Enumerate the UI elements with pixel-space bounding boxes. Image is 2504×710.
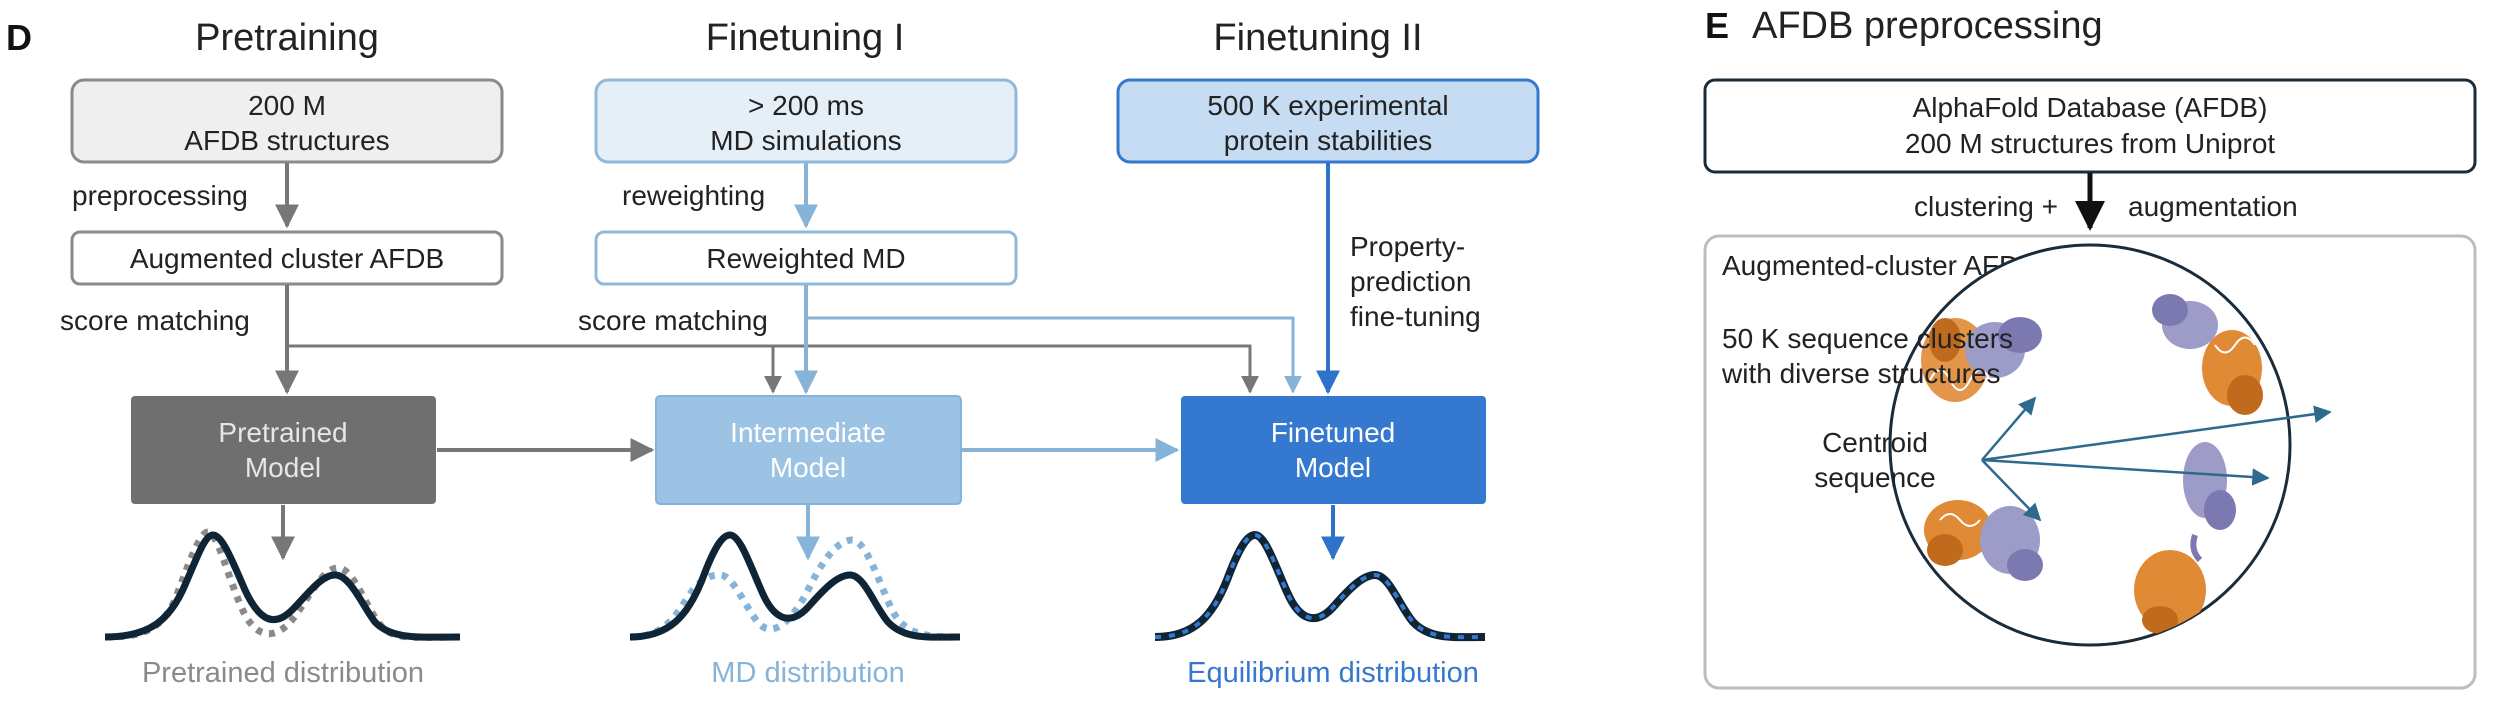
property-label-line1: Property- [1350,231,1465,262]
reweighted-md-label: Reweighted MD [706,243,905,274]
equilibrium-distribution-label: Equilibrium distribution [1187,657,1479,689]
centroid-label-line2: sequence [1814,462,1935,493]
intermediate-model-line1: Intermediate [730,417,886,448]
panel-e-letter: E [1705,5,1729,46]
finetuned-model-box [1181,396,1486,504]
connector-reweighted-to-finetuned [806,316,1302,394]
column-title-finetuning-1: Finetuning I [706,17,905,59]
pretrained-model-line2: Model [245,452,321,483]
column-title-finetuning-2: Finetuning II [1213,17,1422,59]
protein-cluster-3-icon [1924,500,2043,581]
centroid-arrow-2 [1981,405,2332,462]
pretrained-distribution-plot [104,528,461,641]
clustering-label: clustering + [1914,191,2058,222]
augmented-cluster-box [70,230,504,286]
md-source-line1: > 200 ms [748,90,864,121]
md-curve [629,531,961,641]
pretrained-curve [104,531,461,641]
md-distribution-plot [629,531,961,641]
finetuned-model-line1: Finetuned [1271,417,1396,448]
pretrained-model-box [131,396,436,504]
experimental-source-box [1116,78,1540,164]
equilibrium-curve [1154,530,1486,642]
equilibrium-reference-curve [1154,532,1486,640]
protein-structures [1921,294,2263,634]
md-distribution-label: MD distribution [711,657,904,689]
preprocessing-label: preprocessing [72,180,248,211]
panel-d-letter: D [6,17,32,58]
augmentation-label: augmentation [2128,191,2298,222]
centroid-arrow-3 [1981,458,2270,486]
alphafold-database-box [1703,78,2477,174]
protein-cluster-1-icon [1921,317,2042,402]
reweighting-label: reweighting [622,180,765,211]
equilibrium-distribution-plot [1154,530,1486,642]
augmented-cluster-label: Augmented cluster AFDB [130,243,444,274]
experimental-source-line2: protein stabilities [1224,125,1433,156]
afdb-source-line2: AFDB structures [184,125,389,156]
finetuned-model-line2: Model [1295,452,1371,483]
centroid-label-line1: Centroid [1822,427,1928,458]
md-reference-curve [629,536,961,641]
protein-cluster-2-icon [2152,294,2263,415]
experimental-source-line1: 500 K experimental [1207,90,1448,121]
sequence-clusters-line2: with diverse structures [1721,358,2001,389]
protein-cluster-4-icon [2134,442,2236,634]
intermediate-model-box [655,395,962,505]
connector-augmented-to-finetuned [287,344,1259,394]
reweighted-md-box [594,230,1018,286]
centroid-arrow-4 [1981,459,2042,522]
afdb-source-line1: 200 M [248,90,326,121]
score-matching-label-1: score matching [60,305,250,336]
sequence-clusters-line1: 50 K sequence clusters [1722,323,2013,354]
pretrained-model-line1: Pretrained [218,417,347,448]
property-label-line2: prediction [1350,266,1471,297]
afdb-source-box [70,78,504,164]
panel-e-title: AFDB preprocessing [1752,5,2103,47]
alphafold-db-line2: 200 M structures from Uniprot [1905,128,2276,159]
centroid-arrow-1 [1981,396,2037,461]
pretrained-distribution-label: Pretrained distribution [142,657,424,689]
md-source-box [594,78,1018,164]
score-matching-label-2: score matching [578,305,768,336]
column-title-pretraining: Pretraining [195,17,379,59]
md-source-line2: MD simulations [710,125,901,156]
alphafold-db-line1: AlphaFold Database (AFDB) [1913,92,2268,123]
property-label-line3: fine-tuning [1350,301,1481,332]
intermediate-model-line2: Model [770,452,846,483]
